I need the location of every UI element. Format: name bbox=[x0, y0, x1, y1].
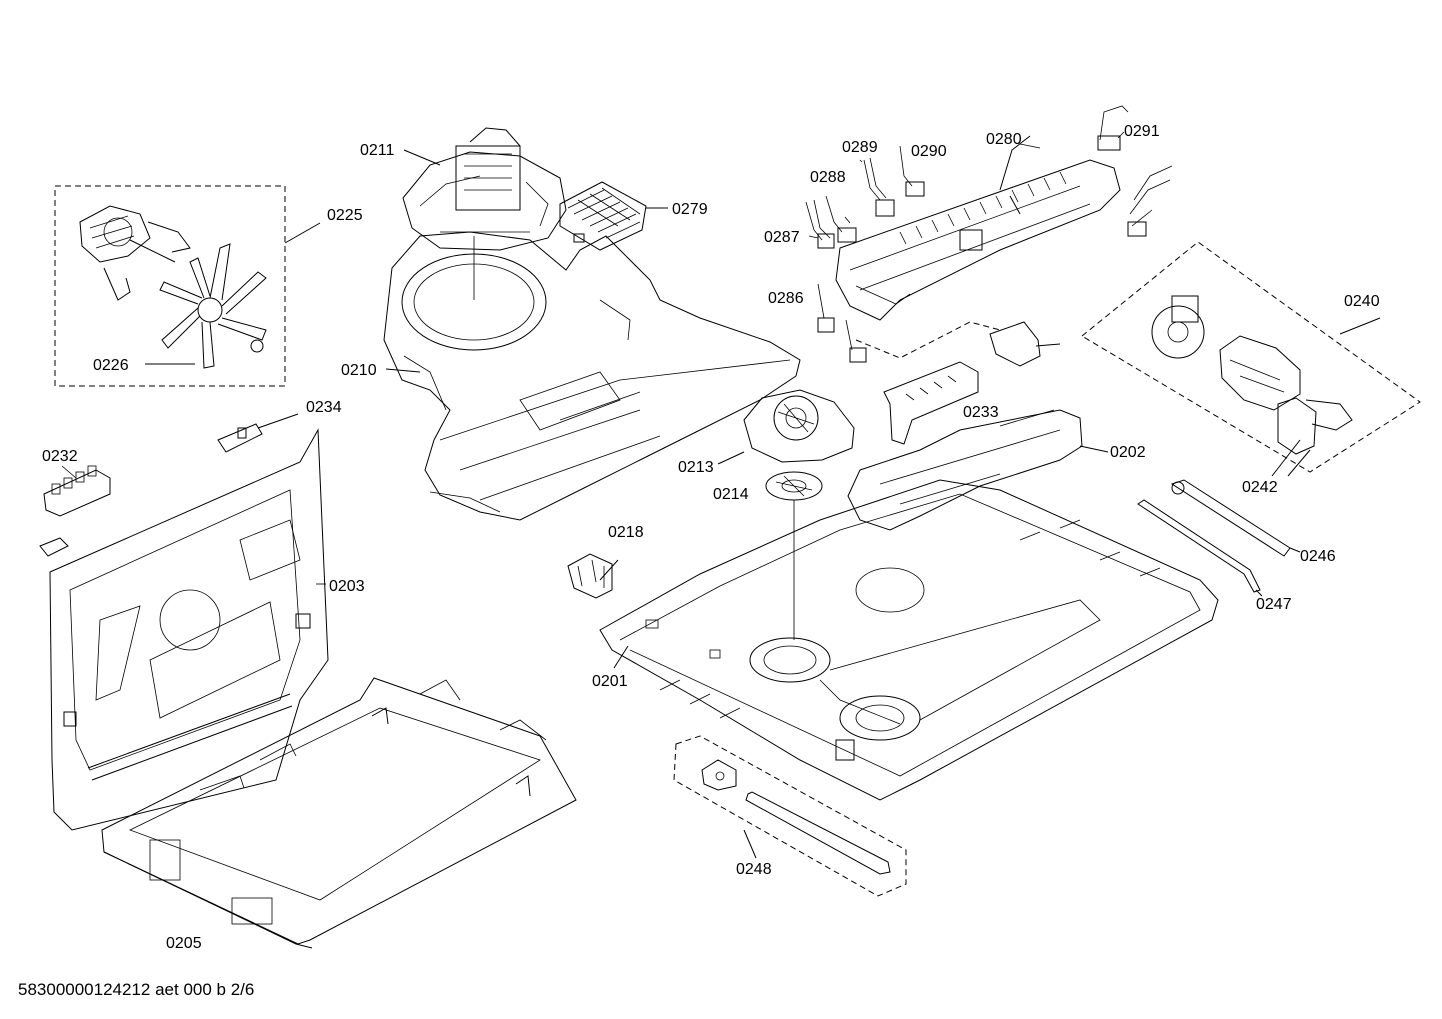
thermostat-kit-outline bbox=[1081, 241, 1421, 473]
rod-0246 bbox=[1170, 479, 1301, 557]
heat-sink bbox=[559, 181, 668, 251]
part-label-0202: 0202 bbox=[1110, 444, 1146, 461]
rod-0247 bbox=[1137, 499, 1263, 597]
bracket-0233 bbox=[883, 361, 979, 445]
fan-motor-kit-outline bbox=[54, 185, 286, 387]
part-labels: 0211 0225 0226 0279 0289 0290 0280 0291 … bbox=[42, 123, 1380, 952]
part-label-0233: 0233 bbox=[963, 404, 999, 421]
part-label-0288: 0288 bbox=[810, 169, 846, 186]
drawing-reference-code: 58300000124212 aet 000 b 2/6 bbox=[18, 980, 255, 999]
blower-housing bbox=[717, 389, 855, 465]
fan-motor-kit bbox=[54, 185, 321, 387]
wire-harnesses bbox=[805, 105, 1173, 367]
control-module bbox=[835, 135, 1121, 321]
main-housing bbox=[383, 231, 801, 521]
terminal-block-0232 bbox=[39, 465, 111, 557]
part-label-0291: 0291 bbox=[1124, 123, 1160, 140]
part-label-0289: 0289 bbox=[842, 139, 878, 156]
blower-motor bbox=[402, 127, 567, 251]
part-label-0280: 0280 bbox=[986, 131, 1022, 148]
part-label-0290: 0290 bbox=[911, 143, 947, 160]
part-label-0287: 0287 bbox=[764, 229, 800, 246]
bracket-0218 bbox=[567, 553, 619, 599]
bottom-tray bbox=[101, 677, 577, 949]
part-label-0225: 0225 bbox=[327, 207, 363, 224]
leader-0225 bbox=[284, 222, 321, 244]
part-label-0205: 0205 bbox=[166, 935, 202, 952]
part-label-0246: 0246 bbox=[1300, 548, 1336, 565]
cover-plate bbox=[847, 409, 1109, 531]
blower-wheel bbox=[765, 471, 823, 640]
part-label-0232: 0232 bbox=[42, 448, 78, 465]
part-label-0214: 0214 bbox=[713, 486, 749, 503]
part-label-0210: 0210 bbox=[341, 362, 377, 379]
thermostat-kit bbox=[1081, 241, 1421, 477]
part-label-0247: 0247 bbox=[1256, 596, 1292, 613]
part-label-0286: 0286 bbox=[768, 290, 804, 307]
fan-motor bbox=[79, 205, 191, 301]
part-label-0234: 0234 bbox=[306, 399, 342, 416]
part-label-0218: 0218 bbox=[608, 524, 644, 541]
part-label-0201: 0201 bbox=[592, 673, 628, 690]
switch-kit bbox=[673, 735, 907, 897]
fan-impeller bbox=[159, 243, 267, 369]
part-label-0279: 0279 bbox=[672, 201, 708, 218]
switch-kit-outline bbox=[673, 735, 907, 897]
small-bracket-0234 bbox=[217, 413, 299, 453]
part-label-0242: 0242 bbox=[1242, 479, 1278, 496]
part-label-0226: 0226 bbox=[93, 357, 129, 374]
part-label-0211: 0211 bbox=[360, 142, 395, 159]
part-label-0240: 0240 bbox=[1344, 293, 1380, 310]
part-label-0248: 0248 bbox=[736, 861, 772, 878]
base-plate bbox=[599, 479, 1219, 801]
part-label-0203: 0203 bbox=[329, 578, 365, 595]
part-label-0213: 0213 bbox=[678, 459, 714, 476]
back-panel bbox=[49, 428, 329, 831]
fan-nut bbox=[250, 339, 264, 353]
